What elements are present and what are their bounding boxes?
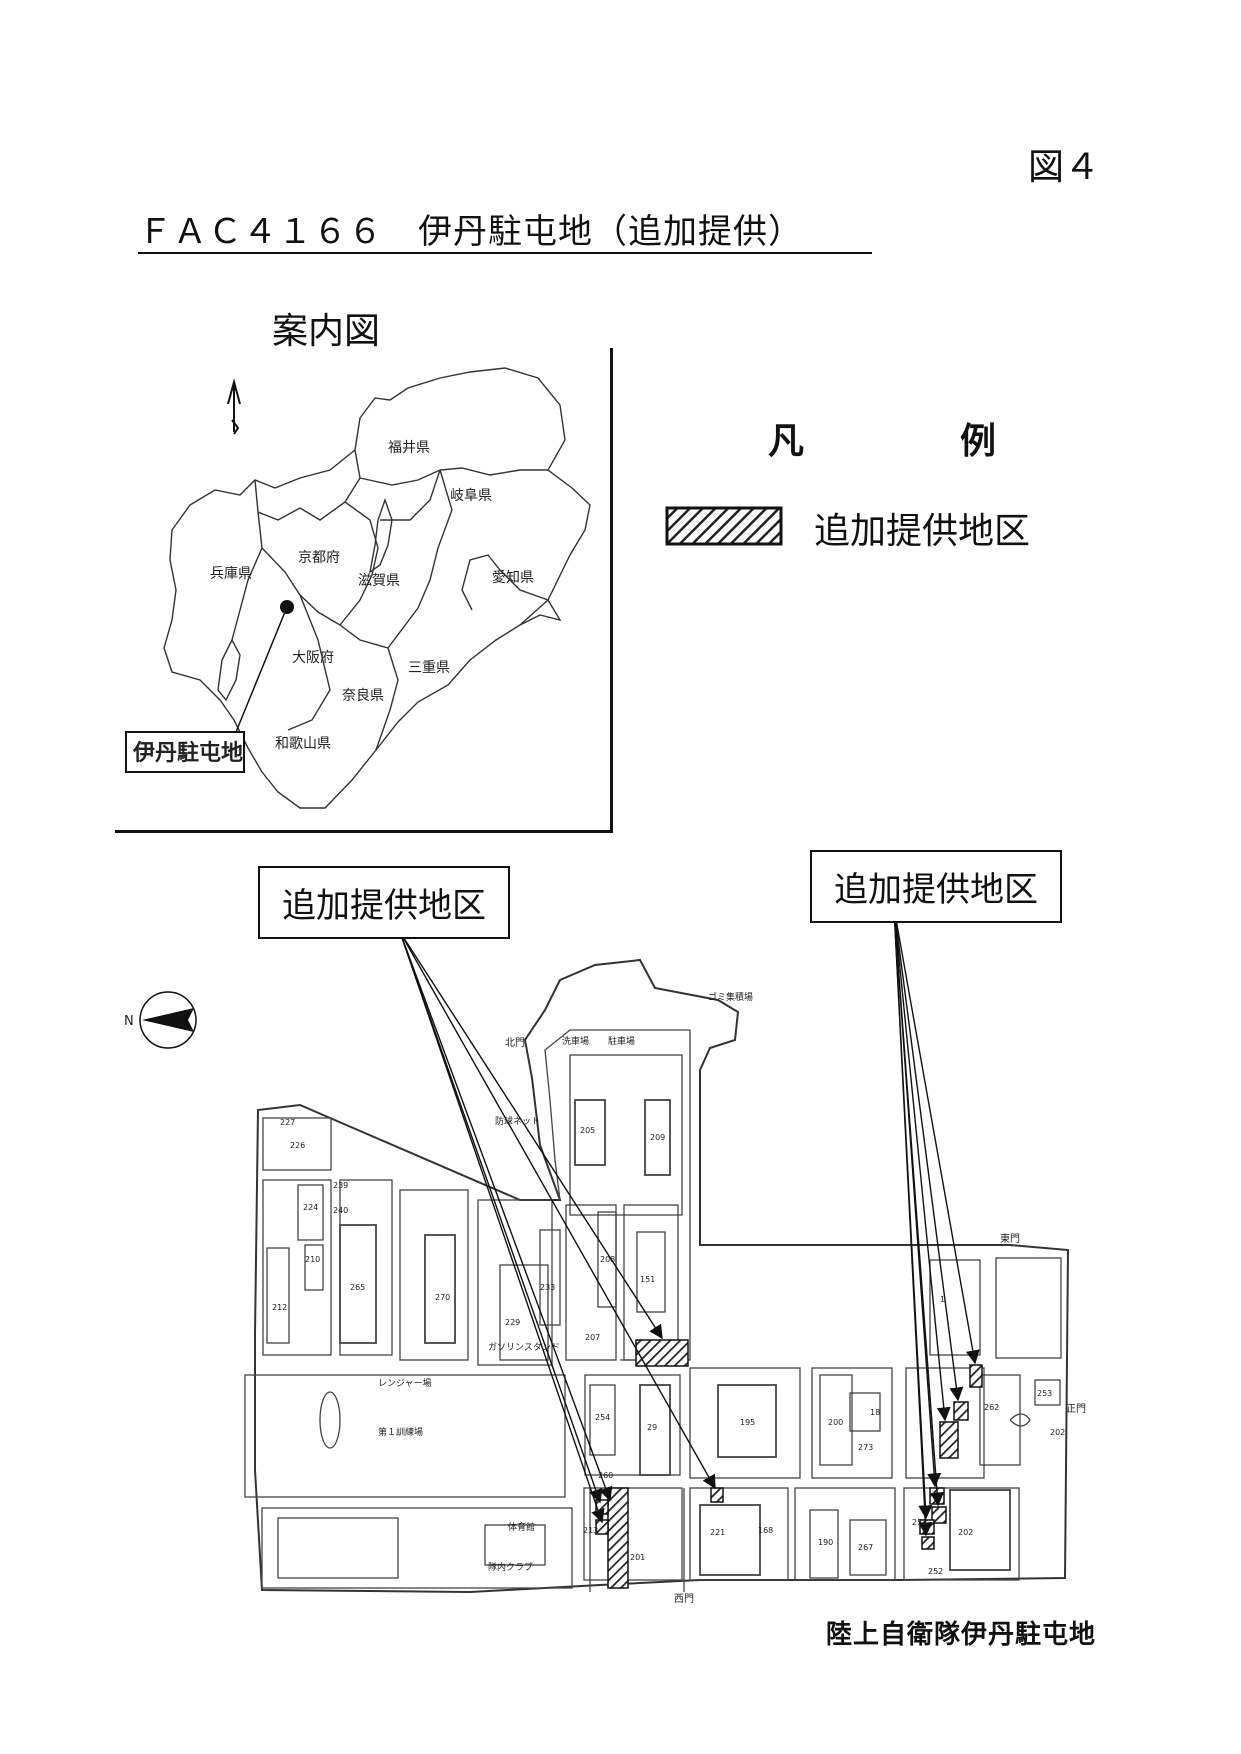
building-number: 253	[1037, 1389, 1052, 1398]
label-kyoto: 京都府	[298, 550, 340, 566]
facility-label: 防球ネット	[495, 1115, 540, 1127]
legend-label: 追加提供地区	[814, 511, 1031, 552]
label-wakayama: 和歌山県	[275, 736, 331, 752]
building-number: 252	[928, 1567, 943, 1576]
figure-number: 図４	[1028, 147, 1101, 188]
building-number: 226	[290, 1141, 305, 1150]
building-number: 205	[580, 1126, 595, 1135]
building-number: 260	[598, 1471, 613, 1480]
label-hyogo: 兵庫県	[210, 565, 252, 582]
hatched-area	[969, 1364, 983, 1388]
building-number: 210	[305, 1255, 320, 1264]
callout-added-area-right: 追加提供地区	[810, 850, 1062, 923]
building-number: 239	[333, 1181, 348, 1190]
callout-added-area-left: 追加提供地区	[258, 866, 510, 939]
building-number: 202	[958, 1528, 973, 1537]
hatched-area	[921, 1536, 935, 1550]
building-number: 273	[858, 1443, 873, 1452]
building-number: 201	[630, 1553, 645, 1562]
building-number: 262	[984, 1403, 999, 1412]
site-label: 伊丹駐屯地	[132, 740, 243, 766]
facility-label: 駐車場	[608, 1035, 635, 1047]
building-number: 200	[828, 1418, 843, 1427]
building-number: 29	[647, 1423, 657, 1432]
building-number: 208	[600, 1255, 615, 1264]
hatched-area	[939, 1421, 959, 1459]
page-title: ＦＡＣ４１６６ 伊丹駐屯地（追加提供）	[138, 212, 803, 252]
building-number: 240	[333, 1206, 348, 1215]
building-number: 227	[280, 1118, 295, 1127]
location-map-frame-right	[610, 348, 613, 830]
label-aichi: 愛知県	[492, 569, 534, 586]
site-label-box	[125, 731, 245, 773]
svg-text:N: N	[124, 1014, 134, 1029]
north-arrow-icon	[227, 378, 241, 435]
facility-label: 第１訓練場	[378, 1426, 423, 1438]
building-number: 190	[818, 1538, 833, 1547]
label-shiga: 滋賀県	[358, 573, 400, 589]
added-provision-areas	[595, 1339, 983, 1589]
facility-label: 隊内クラブ	[488, 1561, 533, 1573]
prefecture-labels: 福井県 岐阜県 京都府 兵庫県 滋賀県 愛知県 大阪府 三重県 奈良県 和歌山県	[210, 440, 534, 752]
label-nara: 奈良県	[342, 688, 384, 704]
building-number: 251	[912, 1518, 927, 1527]
building-number: 195	[740, 1418, 755, 1427]
building-number: 224	[303, 1203, 318, 1212]
building-number: 212	[272, 1303, 287, 1312]
building-number: 18	[870, 1408, 880, 1417]
label-osaka: 大阪府	[292, 650, 334, 666]
label-mie: 三重県	[408, 660, 450, 676]
kinki-tokai-outline	[163, 367, 591, 809]
label-fukui: 福井県	[388, 440, 430, 456]
hatched-area	[953, 1401, 969, 1421]
hatched-area	[710, 1487, 724, 1503]
building-number: 254	[595, 1413, 610, 1422]
site-plan	[244, 958, 1070, 1594]
location-map-title: 案内図	[272, 311, 381, 352]
legend-hatch-swatch	[665, 506, 783, 546]
building-number: 151	[640, 1275, 655, 1284]
title-underline	[138, 252, 872, 254]
building-number: 213	[583, 1526, 598, 1535]
location-map-frame-bottom	[115, 830, 613, 833]
building-number: 207	[585, 1333, 600, 1342]
facility-label: ゴミ集積場	[708, 991, 753, 1003]
facility-label: ガソリンスタンド	[488, 1342, 560, 1353]
building-number: 233	[540, 1283, 555, 1292]
building-number: 1	[940, 1295, 945, 1304]
gate-north: 北門	[505, 1037, 525, 1049]
gate-main: 正門	[1066, 1403, 1086, 1415]
building-number: 209	[650, 1133, 665, 1142]
building-number: 270	[435, 1293, 450, 1302]
hatched-area	[607, 1487, 629, 1589]
label-gifu: 岐阜県	[450, 487, 492, 504]
building-number: 267	[858, 1543, 873, 1552]
hatched-area	[595, 1499, 609, 1515]
facility-label: 体育館	[508, 1521, 535, 1533]
building-number: 202	[1050, 1428, 1065, 1437]
compass-icon: N	[124, 991, 197, 1049]
building-number: 229	[505, 1318, 520, 1327]
gate-west: 西門	[674, 1593, 694, 1605]
building-number: 168	[758, 1526, 773, 1535]
building-number: 221	[710, 1528, 725, 1537]
site-leader-line	[235, 606, 288, 733]
station-name: 陸上自衛隊伊丹駐屯地	[826, 1620, 1097, 1650]
building-number: 265	[350, 1283, 365, 1292]
callout-arrows	[399, 907, 980, 1537]
facility-label: レンジャー場	[378, 1377, 432, 1389]
gate-east: 東門	[1000, 1232, 1020, 1245]
facility-label: 洗車場	[562, 1035, 589, 1047]
hatched-area	[635, 1339, 689, 1367]
legend-title: 凡 例	[768, 420, 1057, 462]
